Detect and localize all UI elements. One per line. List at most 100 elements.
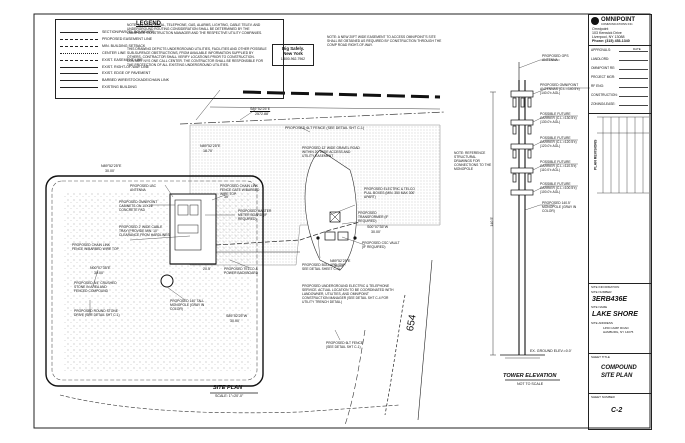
underground-service-text: PROPOSED UNDERGROUND ELECTRIC & TELEPHON… bbox=[302, 284, 394, 305]
telco-power-text: PROPOSED TELCO & POWER BACKBOARD bbox=[224, 267, 259, 276]
legend-line-symbol bbox=[60, 52, 98, 54]
dim-20-5: 20.5' bbox=[203, 267, 211, 271]
legend-line-symbol bbox=[60, 80, 98, 82]
chain-link-north-text: PROPOSED CHAIN LINK FENCE GATE W/BARBED … bbox=[220, 184, 260, 197]
legend-item: EXIST. EASEMENT LINE bbox=[60, 58, 170, 63]
legend-line-symbol bbox=[60, 59, 98, 61]
label-chain-link-north: PROPOSED CHAIN LINK FENCE GATE W/BARBED … bbox=[218, 183, 270, 197]
label-road-bearing: S89°52'25"E bbox=[250, 107, 271, 111]
label-future-carrier-2: POSSIBLE FUTURE CARRIER (C.L.=120.5'±)(1… bbox=[538, 135, 588, 149]
approval-field-label: RF ENG: bbox=[591, 84, 604, 88]
label-lbc-antenna: PROPOSED LBC ANTENNA bbox=[128, 183, 172, 193]
label-gravel-road: PROPOSED 12' WIDE GRAVEL ROAD WITHIN 20'… bbox=[300, 145, 364, 159]
legend-item-label: EXIST. EASEMENT LINE bbox=[102, 57, 143, 62]
sheet-title-2: SITE PLAN bbox=[601, 373, 633, 379]
dig-safely-logo: Dig Safely. New York 1-800-962-7962 bbox=[272, 44, 314, 66]
site-number-label: SITE NUMBER bbox=[591, 290, 612, 294]
drawing-note-text: THIS DRAWING DEPICTS UNDERGROUND UTILITI… bbox=[127, 47, 267, 68]
approval-field-line bbox=[619, 78, 648, 79]
legend-item-label: EXIST. EDGE OF PAVEMENT bbox=[102, 71, 151, 76]
omnipoint-antennas-text: PROPOSED OMNIPOINT ANTENNAS (C.L.=140.5'… bbox=[540, 83, 580, 96]
label-electric-telco: PROPOSED ELECTRIC & TELCO PULL BOXES (MI… bbox=[362, 186, 424, 200]
easement-note-text: NOTE: A NEW 20FT WIDE EASEMENT TO ACCESS… bbox=[327, 35, 442, 48]
fence-south-text: PROPOSED 6LT FENCE (SEE DETAIL SHT C-1) bbox=[326, 341, 364, 350]
site-address-label: SITE ADDRESS bbox=[591, 321, 613, 325]
label-coord-6: N89°52'25"E bbox=[330, 259, 351, 263]
cable-tray-text: PROPOSED 2' WIDE CABLE TRAY (PROVIDE MIN… bbox=[119, 225, 171, 238]
site-address-2: HAMBURG, NY 14075 bbox=[603, 330, 634, 334]
future-carrier-4-text: POSSIBLE FUTURE CARRIER (C.L.=100.5'±)(1… bbox=[540, 182, 577, 195]
label-underground-service: PROPOSED UNDERGROUND ELECTRIC & TELEPHON… bbox=[300, 283, 396, 306]
approval-field-line bbox=[619, 96, 648, 97]
label-stone-drive: PROPOSED ROUND STONE DRIVE (SEE DETAIL S… bbox=[72, 308, 122, 318]
dig-safely-line1: Dig Safely. bbox=[281, 46, 305, 51]
csc-vault-text: PROPOSED CSC VAULT (IF REQUIRED) bbox=[362, 241, 400, 250]
site-address-1: 1450 CAMP ROAD bbox=[603, 326, 629, 330]
legend-item-label: BARBED WIRE/STOCKADE/CHAIN LINK bbox=[102, 78, 170, 83]
site-number: 3ERB436E bbox=[592, 296, 628, 303]
label-bollard: PROPOSED BOLLARD (TYP. SEE DETAIL SHEET … bbox=[300, 262, 350, 272]
label-future-carrier-1: POSSIBLE FUTURE CARRIER (C.L.=130.5'±)(1… bbox=[538, 111, 588, 125]
revisions-label: PLAN REVISIONS bbox=[593, 139, 598, 170]
legend-line-symbol bbox=[60, 87, 98, 89]
company-sub: COMMUNICATIONS INC. bbox=[601, 22, 634, 26]
company-phone: Phone: (315) 453-1340 bbox=[592, 39, 630, 43]
tower-elevation-title: TOWER ELEVATION bbox=[503, 373, 557, 379]
future-carrier-1-text: POSSIBLE FUTURE CARRIER (C.L.=130.5'±)(1… bbox=[540, 112, 577, 125]
title-block-site-info: SITE INFORMATION SITE NUMBER 3ERB436E SI… bbox=[589, 283, 651, 354]
legend-line-symbol bbox=[60, 73, 98, 75]
title-block-revisions: PLAN REVISIONS bbox=[589, 113, 651, 284]
site-name-label: SITE NAME bbox=[591, 305, 608, 309]
legend-item-label: SECTION/PARCEL BOUNDARY bbox=[102, 30, 155, 34]
label-coord-6b: 30.00' bbox=[334, 264, 344, 268]
legend-item: CENTER LINE bbox=[60, 51, 170, 56]
stone-drive-text: PROPOSED ROUND STONE DRIVE (SEE DETAIL S… bbox=[74, 309, 120, 318]
label-omnipoint-cabinet: PROPOSED OMNIPOINT CABINETS ON 10'X16' C… bbox=[117, 199, 173, 213]
label-coord-4b: 30.00' bbox=[230, 319, 240, 323]
dig-safely-line2: New York bbox=[283, 51, 303, 57]
address-2: 103 Kenwick Drive bbox=[592, 31, 622, 35]
legend-item-label: MIN. BUILDING SETBACK bbox=[102, 43, 146, 48]
lbc-antenna-text: PROPOSED LBC ANTENNA bbox=[130, 184, 157, 193]
general-note-text: NOTE: ALL ELECTRICAL, TELEPHONE, GAS, AL… bbox=[127, 23, 263, 36]
legend-line-symbol bbox=[60, 38, 98, 40]
omnipoint-cabinet-text: PROPOSED OMNIPOINT CABINETS ON 10'X16' C… bbox=[119, 200, 158, 213]
address-1: Omnipoint bbox=[592, 27, 609, 31]
ground-elevation: EX. GROUND ELEV.=0.0' bbox=[530, 349, 572, 353]
site-info-label: SITE INFORMATION bbox=[591, 285, 620, 289]
label-chain-link-west: PROPOSED CHAIN LINK FENCE W/BARBED WIRE … bbox=[70, 242, 124, 252]
approval-field-line bbox=[619, 60, 648, 61]
site-name: LAKE SHORE bbox=[592, 311, 638, 318]
legend-line-symbol bbox=[60, 32, 98, 33]
label-coord-2b: 30.00' bbox=[105, 169, 115, 173]
legend-item: EXIST. RIGHT-OF-WAY LINE bbox=[60, 65, 170, 70]
approval-field-label: PROJECT MGR: bbox=[591, 75, 616, 79]
label-future-carrier-3: POSSIBLE FUTURE CARRIER (C.L.=110.5'±)(1… bbox=[538, 159, 588, 173]
approval-field-label: LANDLORD: bbox=[591, 57, 610, 61]
label-coord-3: S00°07'35"W bbox=[367, 225, 389, 229]
approval-field-line bbox=[619, 51, 648, 52]
sheet-number: C-2 bbox=[611, 407, 623, 414]
tower-note-text: NOTE: REFERENCE STRUCTURAL DRAWINGS FOR … bbox=[454, 151, 492, 172]
legend-item-label: EXISTING BUILDING bbox=[102, 85, 137, 90]
approval-field-label: CONSTRUCTION: bbox=[591, 93, 618, 97]
electric-telco-text: PROPOSED ELECTRIC & TELCO PULL BOXES (MI… bbox=[364, 187, 415, 200]
transformer-text: PROPOSED TRANSFORMER (IF REQUIRED) bbox=[358, 211, 389, 224]
tower-elevation-scale: NOT TO SCALE bbox=[517, 382, 544, 386]
future-carrier-2-text: POSSIBLE FUTURE CARRIER (C.L.=120.5'±)(1… bbox=[540, 136, 577, 149]
label-cable-tray: PROPOSED 2' WIDE CABLE TRAY (PROVIDE MIN… bbox=[117, 224, 173, 238]
legend-item: BARBED WIRE/STOCKADE/CHAIN LINK bbox=[60, 78, 170, 83]
title-block-sheet-number: SHEET NUMBER C-2 bbox=[589, 393, 651, 428]
legend-item-label: EXIST. RIGHT-OF-WAY LINE bbox=[102, 64, 150, 69]
dig-safely-phone: 1-800-962-7962 bbox=[280, 56, 306, 61]
approvals-date: DATE bbox=[633, 47, 641, 51]
gravel-road-text: PROPOSED 12' WIDE GRAVEL ROAD WITHIN 20'… bbox=[302, 146, 360, 159]
label-gps-antenna: PROPOSED GPS ANTENNA bbox=[540, 53, 584, 63]
label-csc-vault: PROPOSED CSC VAULT (IF REQUIRED) bbox=[360, 240, 406, 250]
dim-30: 30' bbox=[224, 195, 229, 199]
legend-line-symbol bbox=[60, 66, 98, 68]
label-master-meter: PROPOSED MASTER METER BOARD (IF REQUIRED… bbox=[236, 208, 284, 222]
